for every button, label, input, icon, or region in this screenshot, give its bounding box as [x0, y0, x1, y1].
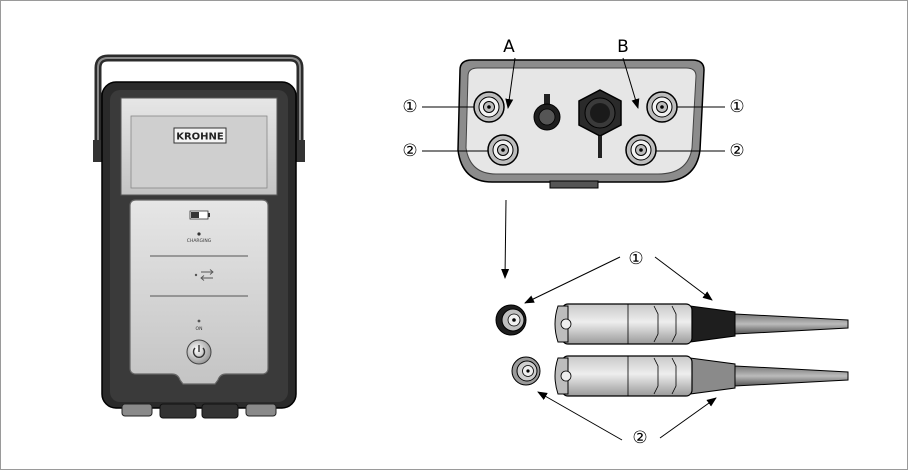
callout-2-right: ②	[729, 141, 744, 161]
callout-2-left: ②	[402, 141, 417, 161]
arrow-2-plug	[659, 397, 717, 439]
callout-1-right: ①	[729, 97, 744, 117]
pointer-a	[505, 57, 516, 109]
large-hex-connector	[578, 89, 622, 158]
brand-logo: KROHNE	[176, 132, 224, 143]
charging-label: CHARGING	[187, 238, 212, 244]
callout-2-plug: ②	[632, 428, 647, 448]
arrow-1-plug	[654, 256, 713, 301]
power-led	[197, 319, 201, 323]
arrow-1-socket	[524, 256, 621, 304]
handheld-device: KROHNE CHARGING ON	[93, 54, 305, 419]
power-icon	[192, 345, 206, 358]
power-button	[186, 339, 212, 365]
callout-1-left: ①	[402, 97, 417, 117]
plug-detail: ① ②	[495, 249, 849, 448]
socket-end-2	[511, 356, 541, 386]
plug-cable-2	[554, 355, 849, 397]
bnc-socket-2a	[487, 134, 519, 166]
plug-cable-1	[554, 303, 849, 345]
charging-led	[197, 232, 201, 236]
on-label: ON	[196, 326, 203, 332]
bnc-socket-2b	[625, 134, 657, 166]
callout-1-plug: ①	[628, 249, 643, 269]
pointer-b	[622, 57, 640, 109]
connector-panel: A B ① ② ① ②	[402, 37, 745, 189]
battery-icon	[189, 210, 210, 220]
label-a: A	[503, 37, 515, 57]
label-b: B	[617, 37, 629, 57]
arrow-2-socket	[537, 391, 623, 441]
control-panel	[129, 199, 269, 385]
transfer-icon	[194, 269, 214, 281]
socket-end-1	[495, 304, 527, 336]
bnc-socket-1b	[646, 91, 678, 123]
small-port	[533, 94, 561, 131]
brand-plate	[173, 127, 227, 144]
detail-arrow	[501, 199, 510, 279]
bnc-socket-1a	[473, 91, 505, 123]
